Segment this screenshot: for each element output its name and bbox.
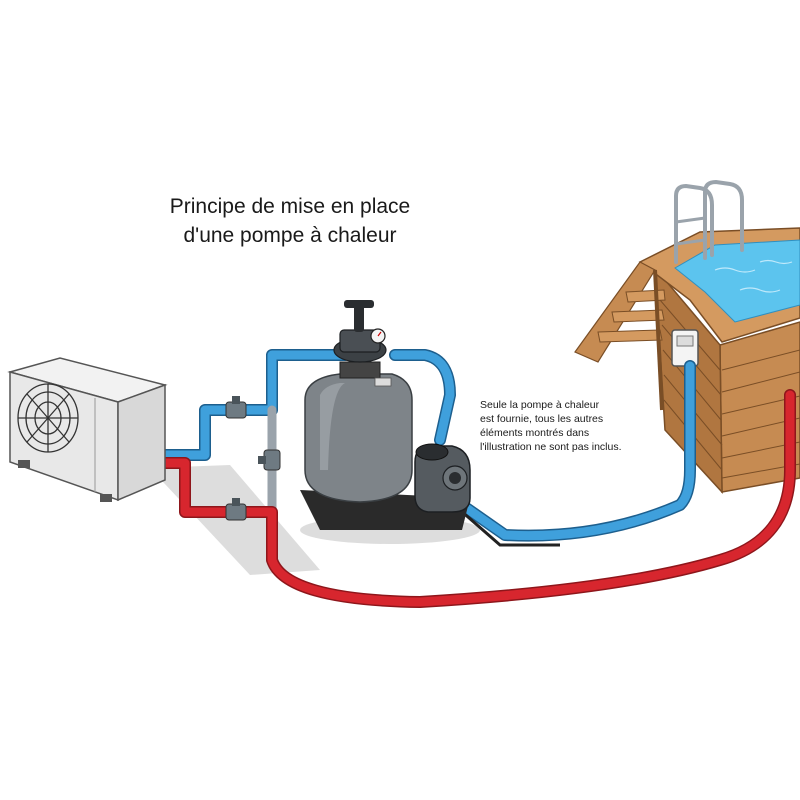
circulation-pump bbox=[414, 443, 471, 513]
valve-top bbox=[225, 396, 247, 419]
water-ripples bbox=[714, 259, 793, 293]
note-line-2: est fournie, tous les autres bbox=[480, 413, 604, 425]
pump-strainer bbox=[415, 443, 449, 461]
multiport-valve bbox=[333, 300, 387, 363]
bypass-valves bbox=[225, 396, 281, 521]
valve-bottom bbox=[225, 498, 247, 521]
valve-bypass bbox=[258, 449, 281, 471]
hot-water-pipes bbox=[141, 389, 796, 608]
filter-neck bbox=[339, 361, 381, 379]
sand-filter bbox=[300, 300, 470, 530]
title-line-2: d'une pompe à chaleur bbox=[183, 224, 397, 247]
pool-ladder bbox=[674, 179, 744, 264]
note-line-3: éléments montrés dans bbox=[480, 427, 590, 439]
drain-hose bbox=[459, 508, 560, 547]
note-line-1: Seule la pompe à chaleur bbox=[480, 399, 600, 411]
heat-pump-unit bbox=[7, 357, 168, 502]
fan-grille-icon bbox=[17, 383, 79, 453]
skimmer bbox=[671, 329, 699, 367]
diagram-title: Principe de mise en place d'une pompe à … bbox=[120, 192, 460, 250]
pool-steps bbox=[574, 261, 666, 411]
heat-pump-side bbox=[117, 383, 166, 502]
disclaimer-note: Seule la pompe à chaleur est fournie, to… bbox=[480, 398, 670, 454]
title-line-1: Principe de mise en place bbox=[169, 195, 411, 218]
note-line-4: l'illustration ne sont pas inclus. bbox=[480, 441, 622, 453]
wooden-pool bbox=[574, 179, 800, 494]
